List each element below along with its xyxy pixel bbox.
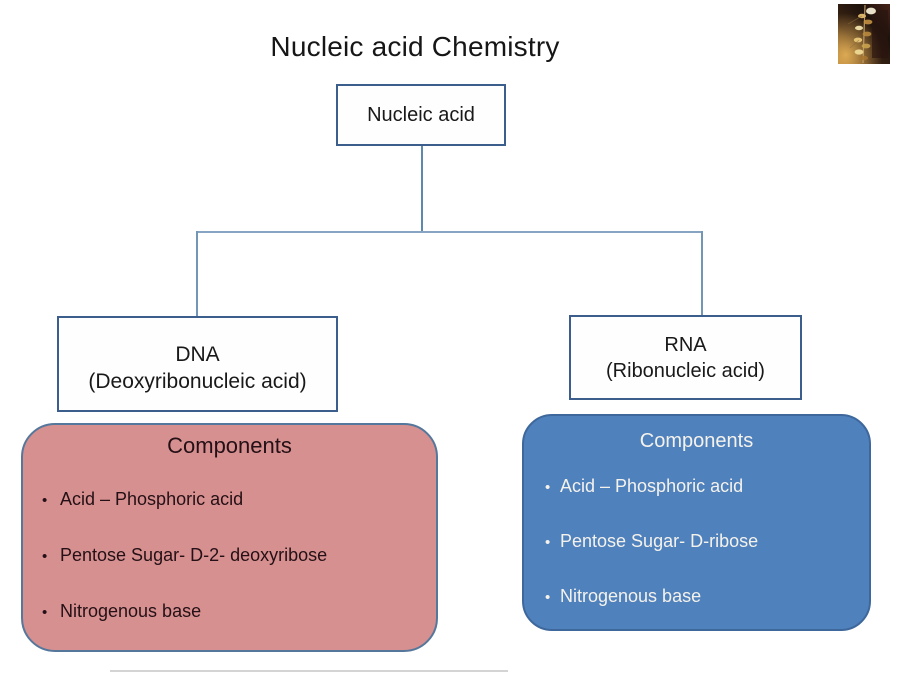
scan-artifact-line [110, 670, 508, 672]
node-rna: RNA (Ribonucleic acid) [569, 315, 802, 400]
connector-dna-vertical [196, 231, 198, 316]
dna-components-panel: Components • Acid – Phosphoric acid • Pe… [21, 423, 438, 652]
rna-components-heading: Components [639, 430, 754, 452]
dna-model-photo-art [838, 4, 890, 64]
list-item: • Acid – Phosphoric acid [42, 488, 436, 512]
list-item: • Nitrogenous base [545, 585, 869, 609]
list-item: • Pentose Sugar- D-2- deoxyribose [42, 544, 436, 568]
list-item-text: Acid – Phosphoric acid [560, 476, 744, 496]
node-rna-sublabel: (Ribonucleic acid) [606, 359, 765, 382]
rna-components-list: • Acid – Phosphoric acid • Pentose Sugar… [524, 475, 869, 609]
connector-rna-vertical [701, 231, 703, 315]
list-item-text: Nitrogenous base [560, 586, 702, 606]
node-dna-sublabel: (Deoxyribonucleic acid) [88, 370, 307, 393]
bullet-icon: • [42, 492, 48, 509]
connector-horizontal [196, 231, 703, 233]
node-nucleic-acid: Nucleic acid [336, 84, 506, 146]
list-item-text: Nitrogenous base [60, 601, 202, 621]
page-title: Nucleic acid Chemistry [270, 31, 560, 62]
bullet-icon: • [545, 479, 551, 496]
bullet-icon: • [42, 604, 48, 621]
list-item-text: Pentose Sugar- D-2- deoxyribose [60, 545, 328, 565]
list-item-text: Acid – Phosphoric acid [60, 489, 244, 509]
connector-root-vertical [421, 146, 423, 232]
bullet-icon: • [42, 548, 48, 565]
node-dna-label: DNA [175, 343, 220, 366]
list-item: • Acid – Phosphoric acid [545, 475, 869, 499]
list-item: • Pentose Sugar- D-ribose [545, 530, 869, 554]
dna-components-heading: Components [167, 433, 292, 458]
dna-components-list: • Acid – Phosphoric acid • Pentose Sugar… [23, 488, 436, 624]
dna-model-photo [838, 4, 890, 64]
node-rna-label: RNA [664, 333, 707, 356]
rna-components-panel: Components • Acid – Phosphoric acid • Pe… [522, 414, 871, 631]
node-nucleic-acid-label: Nucleic acid [367, 103, 475, 126]
bullet-icon: • [545, 534, 551, 551]
list-item-text: Pentose Sugar- D-ribose [560, 531, 759, 551]
list-item: • Nitrogenous base [42, 600, 436, 624]
bullet-icon: • [545, 589, 551, 606]
node-dna: DNA (Deoxyribonucleic acid) [57, 316, 338, 412]
